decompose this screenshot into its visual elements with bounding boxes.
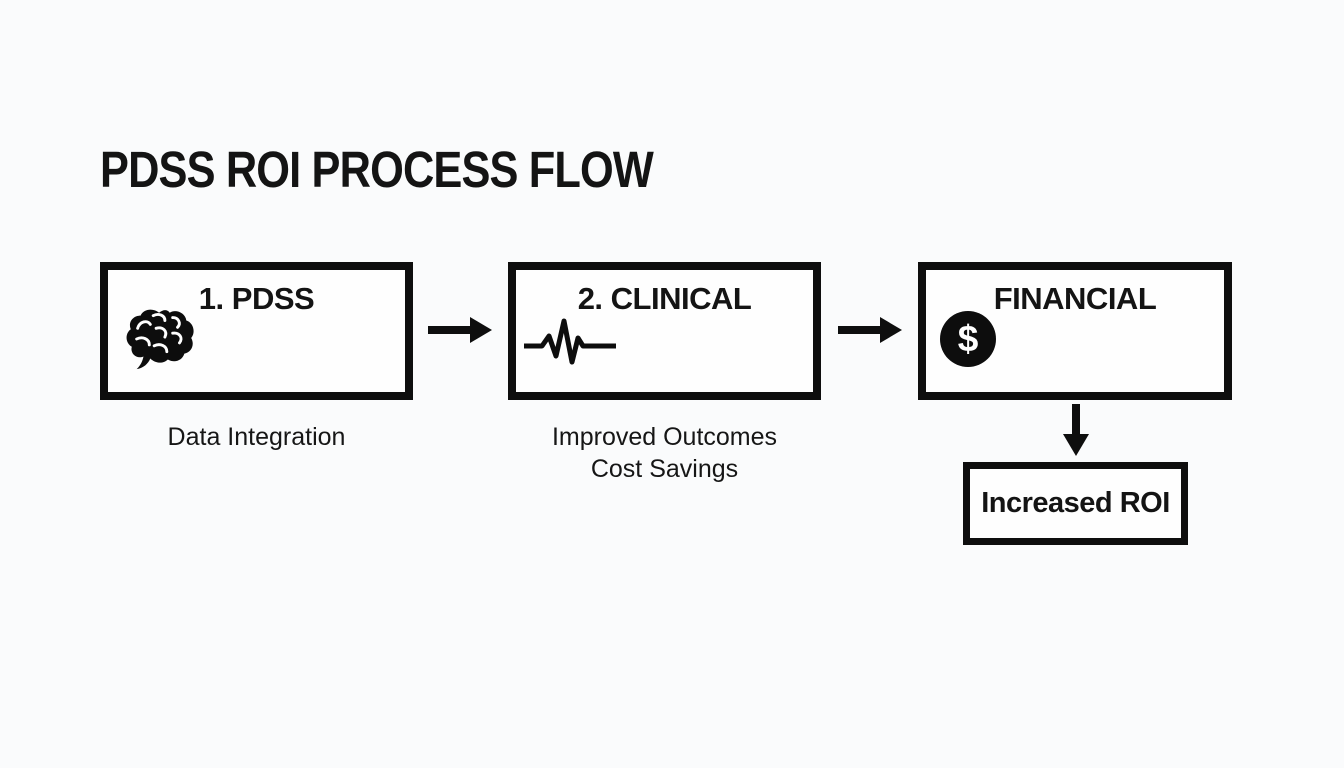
arrow-right-icon [428,312,494,348]
brain-icon [124,306,198,372]
result-label: Increased ROI [981,487,1170,519]
stage-label-financial: FINANCIAL [993,281,1157,316]
caption-data-integration: Data Integration [167,423,346,451]
stage-label-pdss: 1. PDSS [198,281,315,316]
stage-label-clinical: 2. CLINICAL [577,281,752,316]
stage-box-pdss: 1. PDSS [100,262,413,400]
caption-line-improved-outcomes: Improved Outcomes [551,423,778,451]
dollar-circle-icon: $ [940,311,996,367]
stage-box-financial: FINANCIAL $ [918,262,1232,400]
stage-box-clinical: 2. CLINICAL [508,262,821,400]
caption-clinical-outcomes: Improved Outcomes Cost Savings [508,421,821,485]
result-box-increased-roi: Increased ROI [963,462,1188,545]
caption-line-cost-savings: Cost Savings [590,455,739,483]
arrow-right-icon [838,312,904,348]
dollar-symbol: $ [957,317,979,359]
arrow-down-icon [1056,404,1096,462]
heartbeat-icon [524,316,616,368]
diagram-title: PDSS ROI PROCESS FLOW [100,141,654,198]
